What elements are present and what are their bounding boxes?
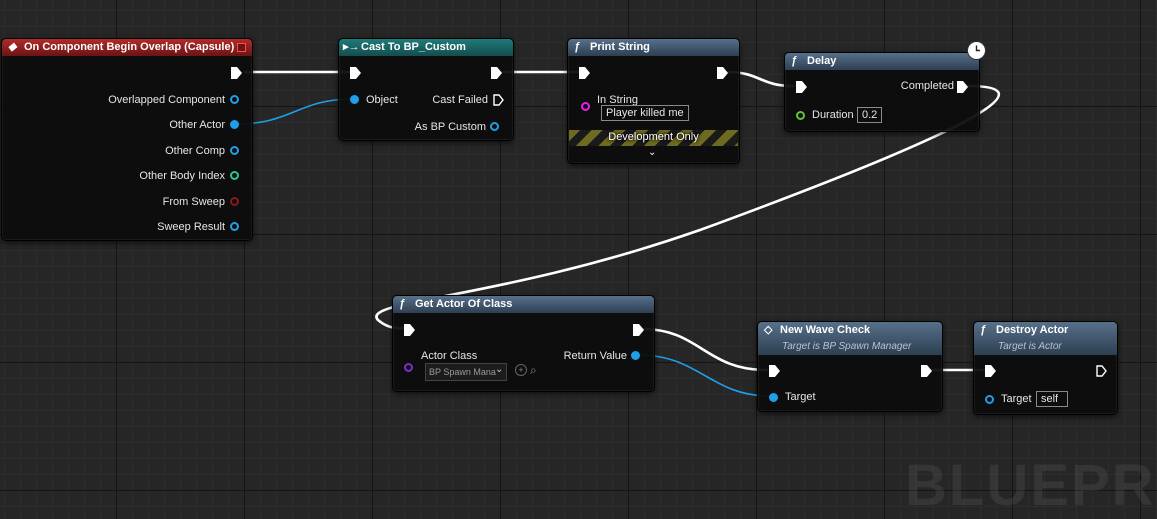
pin-label-other-actor: Other Actor: [169, 119, 225, 131]
use-selected-asset-icon[interactable]: +: [515, 364, 527, 376]
node-header: ▸→ Cast To BP_Custom: [339, 39, 513, 56]
in-string-pin[interactable]: [581, 102, 590, 111]
development-only-stripe: [569, 130, 738, 146]
node-title: On Component Begin Overlap (Capsule): [24, 41, 235, 53]
node-print-string[interactable]: ƒ Print String In String Player killed m…: [567, 38, 740, 164]
pin-label-completed: Completed: [900, 80, 954, 92]
pin-label-sweep-result: Sweep Result: [157, 221, 225, 233]
development-only-label: Development Only: [608, 131, 699, 143]
node-title: Get Actor Of Class: [415, 298, 513, 310]
exec-input-pin[interactable]: [769, 365, 780, 377]
expand-chevron-icon[interactable]: ⌄: [648, 147, 657, 158]
node-title: Cast To BP_Custom: [361, 41, 466, 53]
return-value-pin[interactable]: [631, 351, 640, 360]
from-sweep-pin[interactable]: [230, 197, 239, 206]
node-title: New Wave Check: [780, 324, 871, 336]
node-header: ƒ Delay: [785, 53, 979, 70]
pin-label-target: Target: [785, 391, 816, 403]
exec-input-pin[interactable]: [404, 324, 415, 336]
in-string-input[interactable]: Player killed me: [601, 105, 689, 121]
node-header: ƒ Print String: [568, 39, 739, 56]
event-diamond-icon: ◇: [764, 324, 773, 336]
exec-input-pin[interactable]: [579, 67, 590, 79]
node-delay[interactable]: ƒ Delay Completed Duration 0.2: [784, 52, 980, 132]
function-icon: ƒ: [399, 298, 406, 310]
pin-label-return-value: Return Value: [563, 350, 627, 362]
node-header: ƒ Get Actor Of Class: [393, 296, 654, 313]
blueprint-watermark: BLUEPR: [905, 453, 1156, 518]
pin-label-as-bp-custom: As BP Custom: [414, 121, 486, 133]
exec-output-pin[interactable]: [491, 67, 502, 79]
other-body-index-pin[interactable]: [230, 171, 239, 180]
function-icon: ƒ: [791, 55, 798, 67]
exec-output-pin[interactable]: [633, 324, 644, 336]
latent-clock-icon: [967, 41, 986, 60]
pin-label-other-comp: Other Comp: [165, 145, 225, 157]
exec-output-pin[interactable]: [1096, 365, 1107, 377]
pin-label-cast-failed: Cast Failed: [432, 94, 488, 106]
node-header: ƒ Destroy Actor Target is Actor: [974, 322, 1117, 355]
node-header: ◆ On Component Begin Overlap (Capsule): [2, 39, 252, 56]
node-title: Print String: [590, 41, 650, 53]
data-wire-returnvalue-target: [637, 354, 771, 397]
event-diamond-icon: ◆: [8, 41, 17, 53]
actor-class-pin[interactable]: [404, 363, 413, 372]
cast-arrows-icon: ▸→: [343, 41, 360, 53]
exec-input-pin[interactable]: [796, 81, 807, 93]
pin-label-in-string: In String: [597, 94, 638, 106]
dropdown-chevron-icon: ⌄: [495, 364, 504, 375]
pin-label-object: Object: [366, 94, 398, 106]
overlapped-component-pin[interactable]: [230, 95, 239, 104]
target-self-input[interactable]: self: [1036, 391, 1068, 407]
function-icon: ƒ: [574, 41, 581, 53]
object-input-pin[interactable]: [350, 95, 359, 104]
node-header: ◇ New Wave Check Target is BP Spawn Mana…: [758, 322, 942, 355]
node-new-wave-check[interactable]: ◇ New Wave Check Target is BP Spawn Mana…: [757, 321, 943, 412]
pin-label-target: Target: [1001, 393, 1032, 405]
node-title: Delay: [807, 55, 837, 67]
function-icon: ƒ: [980, 324, 987, 336]
exec-wire-getactor-newwave: [640, 327, 769, 372]
pin-label-from-sweep: From Sweep: [162, 196, 225, 208]
exec-input-pin[interactable]: [985, 365, 996, 377]
pin-label-other-body-index: Other Body Index: [139, 170, 225, 182]
delegate-red-square-icon: [237, 43, 246, 52]
pin-label-duration: Duration: [812, 109, 854, 121]
target-pin[interactable]: [769, 393, 778, 402]
node-on-component-begin-overlap[interactable]: ◆ On Component Begin Overlap (Capsule) O…: [1, 38, 253, 241]
exec-output-pin[interactable]: [921, 365, 932, 377]
pin-label-overlapped-component: Overlapped Component: [108, 94, 225, 106]
other-comp-pin[interactable]: [230, 146, 239, 155]
duration-input[interactable]: 0.2: [857, 107, 883, 123]
pin-label-actor-class: Actor Class: [421, 350, 478, 362]
node-subtitle: Target is BP Spawn Manager: [782, 341, 912, 352]
as-bp-custom-pin[interactable]: [490, 122, 499, 131]
target-pin[interactable]: [985, 395, 994, 404]
other-actor-pin[interactable]: [230, 120, 239, 129]
actor-class-dropdown[interactable]: BP Spawn Mana: [425, 363, 507, 381]
node-cast-to-bp-custom[interactable]: ▸→ Cast To BP_Custom Object Cast Failed …: [338, 38, 514, 141]
duration-pin[interactable]: [796, 111, 805, 120]
node-get-actor-of-class[interactable]: ƒ Get Actor Of Class Actor Class BP Spaw…: [392, 295, 655, 392]
cast-failed-exec-pin[interactable]: [493, 94, 504, 106]
node-subtitle: Target is Actor: [998, 341, 1062, 352]
browse-search-icon[interactable]: ⌕: [530, 363, 537, 377]
exec-output-pin[interactable]: [717, 67, 728, 79]
exec-input-pin[interactable]: [350, 67, 361, 79]
data-wire-otheractor-object: [237, 98, 353, 125]
exec-output-pin[interactable]: [231, 67, 242, 79]
node-destroy-actor[interactable]: ƒ Destroy Actor Target is Actor Target s…: [973, 321, 1118, 415]
node-title: Destroy Actor: [996, 324, 1069, 336]
sweep-result-pin[interactable]: [230, 222, 239, 231]
completed-exec-pin[interactable]: [957, 81, 968, 93]
